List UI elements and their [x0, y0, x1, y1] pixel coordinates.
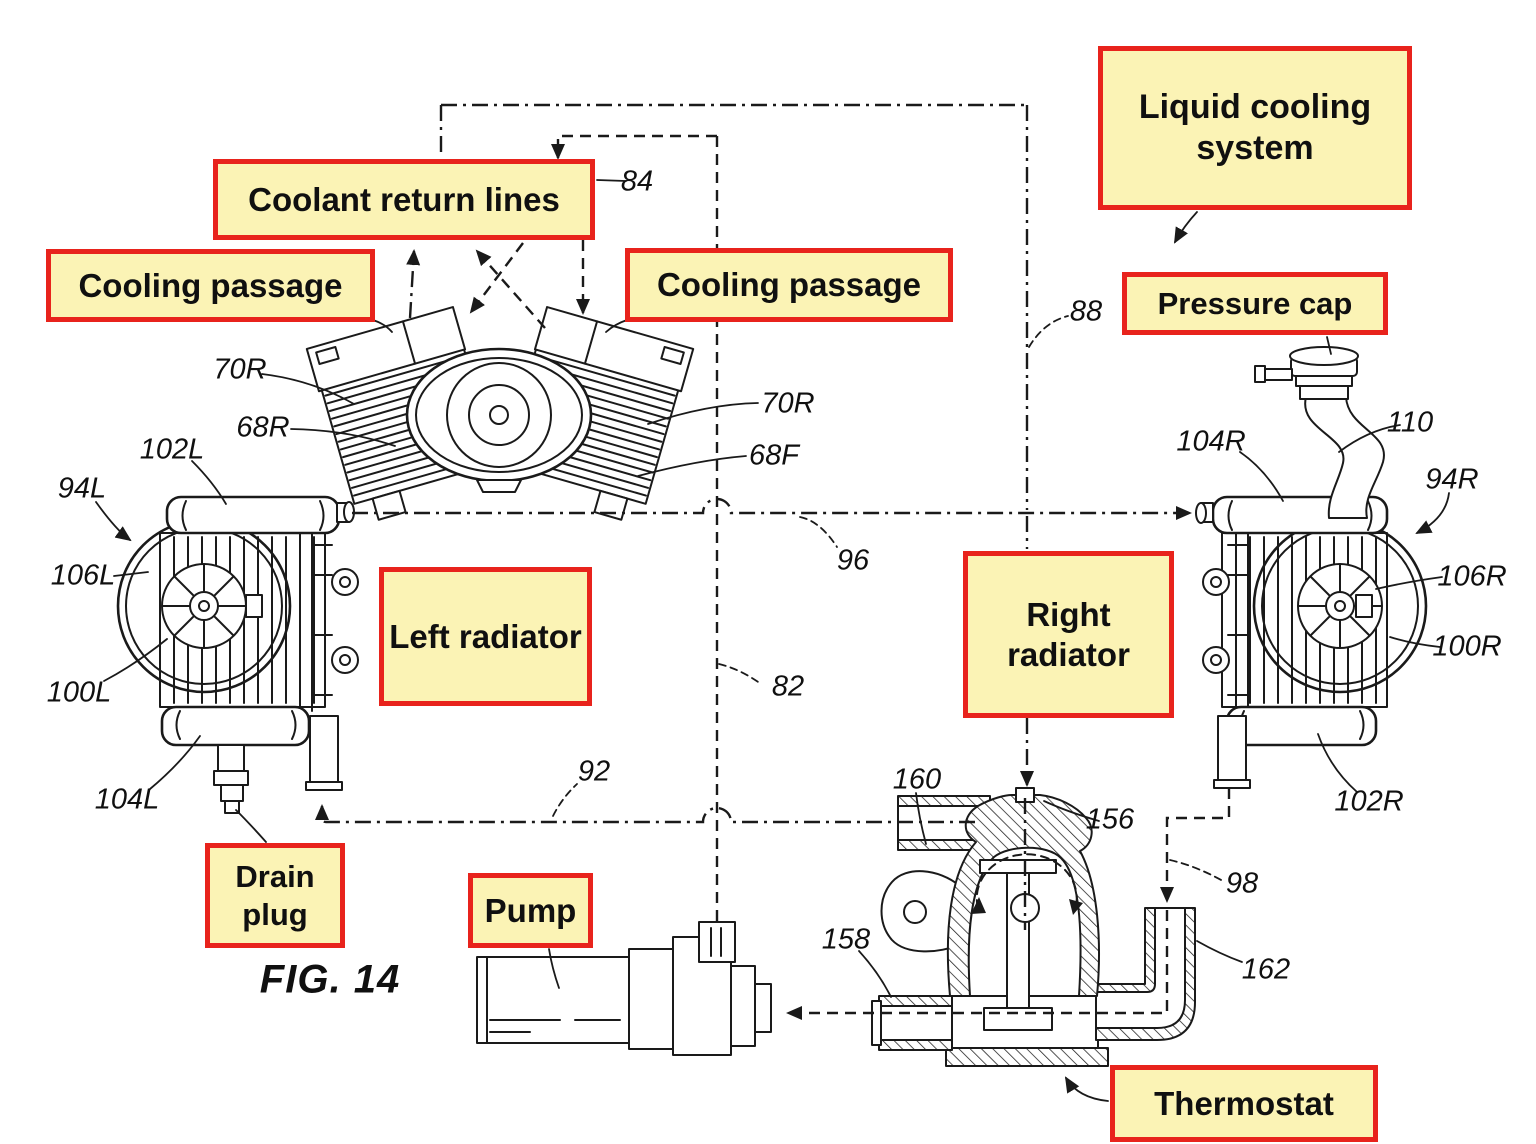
coolant-return-top-line — [551, 134, 717, 160]
ref-106L: 106L — [50, 559, 116, 592]
ref-68R: 68R — [236, 411, 290, 444]
ref-102L: 102L — [139, 433, 205, 466]
ref-102R: 102R — [1334, 785, 1404, 818]
ref-160: 160 — [892, 763, 942, 796]
ref-96: 96 — [836, 544, 870, 577]
pump-drawing — [476, 921, 772, 1056]
callout-liquid-cooling-system: Liquid cooling system — [1098, 46, 1412, 210]
callout-cooling-passage-right: Cooling passage — [625, 248, 953, 322]
ref-94R: 94R — [1425, 463, 1479, 496]
callout-pressure-cap: Pressure cap — [1122, 272, 1388, 335]
right-radiator-drawing — [1195, 346, 1428, 789]
callout-thermostat: Thermostat — [1110, 1065, 1378, 1142]
ref-158: 158 — [821, 923, 871, 956]
leader-lines — [95, 179, 1450, 1102]
ref-84: 84 — [620, 165, 654, 198]
radiator-supply-line — [352, 497, 1192, 520]
callout-drain-plug: Drain plug — [205, 843, 345, 948]
ref-106R: 106R — [1437, 560, 1507, 593]
ref-98: 98 — [1225, 867, 1259, 900]
ref-70R-right: 70R — [761, 387, 815, 420]
figure-caption: FIG. 14 — [259, 957, 401, 1002]
engine-drawing — [305, 306, 695, 521]
ref-162: 162 — [1241, 953, 1291, 986]
ref-70R-left: 70R — [213, 353, 267, 386]
pressure-cap-drawing — [1254, 346, 1385, 519]
callout-right-radiator: Right radiator — [963, 551, 1174, 718]
ref-156: 156 — [1085, 803, 1135, 836]
callout-coolant-return-lines: Coolant return lines — [213, 159, 595, 240]
ref-104R: 104R — [1176, 425, 1246, 458]
right-radiator-outlet-line — [1160, 788, 1231, 903]
left-radiator-drawing — [116, 495, 359, 814]
radiator-return-line — [315, 804, 975, 824]
ref-82: 82 — [771, 670, 805, 703]
ref-68F: 68F — [749, 439, 799, 472]
ref-92: 92 — [577, 755, 611, 788]
ref-94L: 94L — [57, 472, 107, 505]
ref-88: 88 — [1069, 295, 1103, 328]
callout-cooling-passage-left: Cooling passage — [46, 249, 375, 322]
ref-100L: 100L — [46, 676, 112, 709]
thermostat-drawing — [871, 787, 1196, 1067]
ref-104L: 104L — [94, 783, 160, 816]
ref-100R: 100R — [1432, 630, 1502, 663]
callout-left-radiator: Left radiator — [379, 567, 592, 706]
ref-110: 110 — [1386, 406, 1434, 439]
callout-pump: Pump — [468, 873, 593, 948]
